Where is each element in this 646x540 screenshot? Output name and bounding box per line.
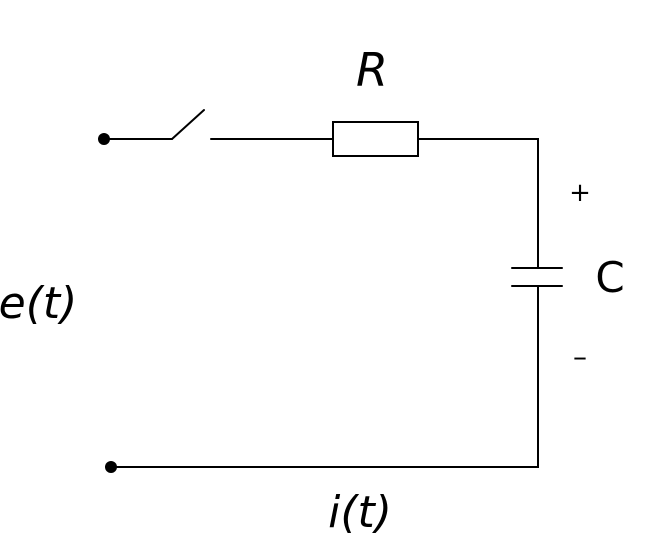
current-label: i(t) xyxy=(328,487,392,538)
resistor xyxy=(332,121,419,157)
switch xyxy=(103,109,205,140)
wire-resistor-to-capacitor xyxy=(417,138,539,269)
minus-sign: – xyxy=(573,340,587,373)
plus-sign: + xyxy=(569,178,591,208)
capacitor xyxy=(511,267,563,287)
source-label: e(t) xyxy=(0,278,77,329)
wire-capacitor-to-terminal xyxy=(110,285,539,468)
resistor-label: R xyxy=(356,43,388,97)
capacitor-label: C xyxy=(595,253,624,302)
